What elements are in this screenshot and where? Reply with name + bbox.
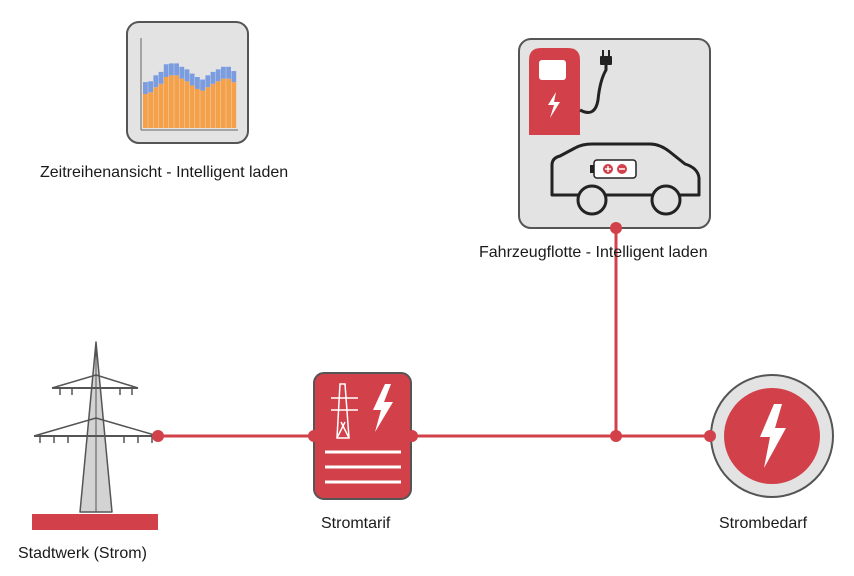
ts-bar-orange	[231, 82, 237, 128]
port-fleet[interactable]	[610, 222, 622, 234]
ts-bar-orange	[200, 90, 205, 128]
ts-bar-blue	[205, 75, 211, 88]
tariff-label: Stromtarif	[321, 515, 391, 532]
timeseries-node[interactable]	[126, 21, 249, 144]
tariff-node[interactable]	[313, 372, 412, 500]
demand-label: Strombedarf	[719, 515, 808, 532]
port-demand[interactable]	[704, 430, 716, 442]
ts-bar-blue	[189, 73, 195, 86]
ev-charging-icon	[529, 48, 701, 216]
utility-label: Stadtwerk (Strom)	[18, 545, 147, 562]
ground-bar	[32, 514, 158, 530]
ts-bar-orange	[210, 83, 216, 128]
power-tower-icon	[32, 341, 159, 530]
ts-bar-blue	[148, 81, 153, 93]
ts-bar-blue	[153, 75, 159, 88]
ts-bar-orange	[179, 78, 185, 128]
ts-bar-orange	[226, 78, 231, 128]
ts-bar-blue	[169, 63, 174, 76]
ts-bar-blue	[158, 71, 164, 84]
ts-bar-orange	[163, 77, 169, 128]
demand-node[interactable]	[710, 374, 834, 498]
ts-bar-blue	[231, 71, 237, 83]
ts-bar-orange	[205, 87, 211, 128]
fleet-label: Fahrzeugflotte - Intelligent laden	[479, 244, 708, 261]
timeseries-label: Zeitreihenansicht - Intelligent laden	[40, 164, 289, 181]
ts-bar-blue	[179, 66, 185, 79]
ts-bar-orange	[153, 87, 159, 128]
ts-bar-orange	[169, 75, 174, 128]
port-junction[interactable]	[610, 430, 622, 442]
ts-bar-blue	[221, 66, 226, 79]
ts-bar-blue	[210, 71, 216, 84]
ts-bar-orange	[143, 94, 148, 128]
ts-bar-blue	[226, 66, 231, 79]
connections	[158, 228, 710, 438]
ts-bar-orange	[189, 85, 195, 128]
ts-bar-blue	[215, 69, 221, 82]
ts-bar-orange	[221, 78, 226, 128]
ts-bar-blue	[184, 69, 190, 82]
ts-bar-orange	[158, 83, 164, 128]
ts-bar-blue	[174, 63, 179, 76]
fleet-node[interactable]	[518, 38, 711, 229]
port-utility[interactable]	[152, 430, 164, 442]
tariff-icon	[325, 383, 401, 484]
utility-node[interactable]	[32, 341, 159, 530]
ts-bar-orange	[215, 81, 221, 128]
connection-points	[152, 222, 716, 442]
port-tariff-out[interactable]	[406, 430, 418, 442]
port-tariff-in[interactable]	[308, 430, 320, 442]
ts-bar-blue	[200, 79, 205, 91]
bar-chart-icon	[140, 38, 238, 131]
tariff-tile	[313, 372, 412, 500]
lightning-icon	[760, 404, 786, 468]
ts-bar-blue	[195, 77, 200, 89]
ts-bar-blue	[163, 64, 169, 77]
ts-bar-blue	[143, 82, 148, 94]
ts-bar-orange	[174, 75, 179, 128]
ts-bar-orange	[184, 81, 190, 128]
ts-bar-orange	[148, 92, 153, 128]
ts-bar-orange	[195, 88, 200, 128]
